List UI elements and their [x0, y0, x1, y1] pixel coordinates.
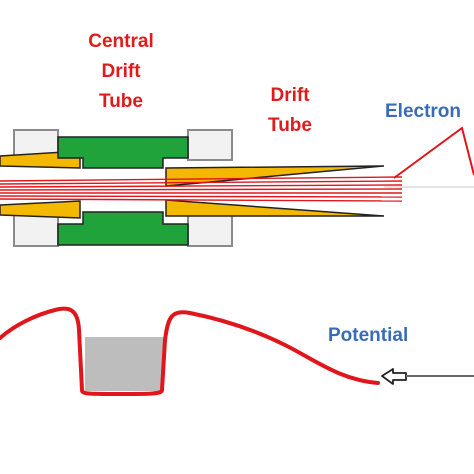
drift-tube-label-line2: Tube: [268, 115, 312, 136]
left-drift-tube-bottom: [0, 200, 81, 219]
housing-left-bottom: [13, 211, 59, 247]
right-drift-tube: [165, 165, 385, 217]
right-drift-tube-bottom: [165, 199, 385, 217]
beam-ray: [0, 198, 403, 202]
beam-ray: [0, 195, 403, 198]
housing-right-top: [187, 129, 233, 161]
central-drift-tube-label-line2: Drift: [101, 61, 141, 82]
housing: [13, 129, 233, 247]
central-drift-tube-top: [57, 136, 189, 169]
electron-pointer-line: [393, 126, 474, 179]
right-drift-tube-top: [165, 165, 385, 187]
drift-tube-label-line1: Drift: [270, 85, 310, 106]
central-drift-tube-label-line1: Central: [88, 31, 153, 52]
potential-label: Potential: [328, 325, 408, 346]
beam-ray: [0, 184, 403, 188]
electron-pointer: [393, 126, 474, 179]
potential-curve: [0, 306, 380, 396]
central-drift-tube-label-line3: Tube: [99, 91, 143, 112]
potential-well-fill: [85, 337, 164, 391]
central-drift-tube-bottom: [57, 211, 189, 246]
housing-right-bottom: [187, 211, 233, 247]
beam-ray: [0, 188, 403, 191]
beam-ray: [0, 180, 403, 185]
hollow-left-arrow-icon: [381, 368, 407, 385]
electron-label: Electron: [385, 101, 461, 122]
central-drift-tube: [57, 136, 189, 246]
electron-beam: [0, 176, 403, 202]
beam-ray: [0, 176, 403, 182]
